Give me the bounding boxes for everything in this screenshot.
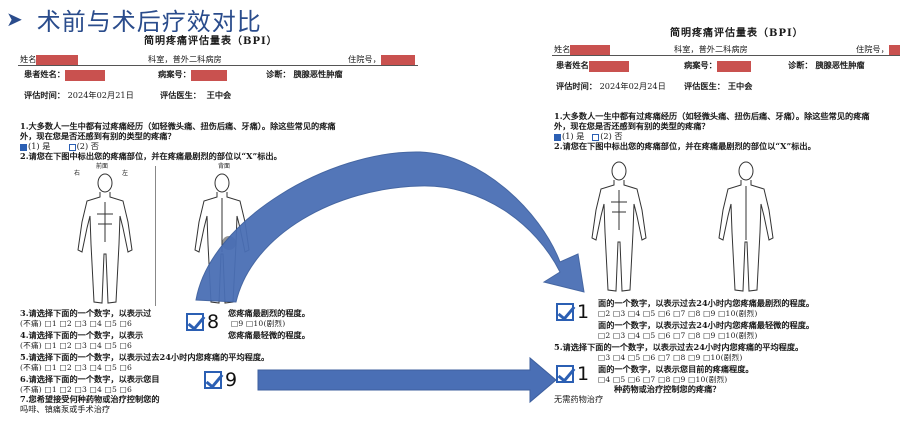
- doctor-row: 评估医生： 王中会: [160, 90, 232, 100]
- bpi-form-before: 简明疼痛评估量表（BPI） 姓名 科室，普外二科病房 住院号， 患者姓名： 病案…: [18, 32, 418, 418]
- case-row: 病案号：: [684, 60, 751, 72]
- curved-arrow-icon: [195, 151, 585, 303]
- form-title: 简明疼痛评估量表（BPI）: [144, 36, 278, 47]
- slide-title: ➤ 术前与术后疗效对比: [6, 2, 262, 36]
- patient-row: 患者姓名：: [24, 69, 105, 81]
- q5-scale: □3 □4 □5 □6 □7 □8 □9 □10(剧烈): [598, 353, 743, 362]
- q4-scale: (不痛) □1 □2 □3 □4 □5 □6: [20, 341, 133, 350]
- diagram-divider: [155, 166, 156, 306]
- name-row: 姓名: [554, 44, 611, 56]
- question-2: 2.请您在下图中标出您的疼痛部位，并在疼痛最剧烈的部位以“X”标出。: [554, 141, 816, 151]
- dept: 科室，普外二科病房: [674, 44, 748, 54]
- question-1b: 外，现在您是否还感到有别的类型的疼痛？: [20, 131, 176, 141]
- date-row: 评估时间： 2024年02月24日: [556, 81, 666, 91]
- redaction: [716, 60, 751, 72]
- checkbox-icon: [592, 133, 600, 141]
- bpi-form-after: 简明疼痛评估量表（BPI） 姓名 科室，普外二科病房 住院号， 患者姓名 病案号…: [552, 22, 900, 421]
- back-label: 背面: [218, 163, 231, 170]
- q3-scale: □2 □3 □4 □5 □6 □7 □8 □9 □10(剧烈): [598, 309, 758, 318]
- left-label: 左: [122, 170, 129, 177]
- question-7: 种药物或治疗控制您的疼痛？: [614, 384, 721, 394]
- case-row: 病案号：: [158, 69, 227, 81]
- divider: [552, 55, 900, 56]
- slide-title-text: 术前与术后疗效对比: [36, 7, 262, 36]
- question-1: 1.大多数人一生中都有过疼痛经历（如轻微头痛、扭伤后痛、牙痛）。除这些常见的疼痛: [20, 121, 336, 131]
- question-4: 面的一个数字，以表示过去24小时内您疼痛最轻微的程度。: [598, 320, 815, 330]
- checkbox-icon: [20, 143, 27, 151]
- bed-row: 住院号，: [856, 44, 900, 56]
- arrow-bullet-icon: ➤: [6, 7, 23, 31]
- q3-scale: (不痛) □1 □2 □3 □4 □5 □6: [20, 319, 133, 328]
- checkbox-icon: [556, 303, 574, 321]
- zoom-after-1: 1: [556, 298, 596, 326]
- q4-scale: □2 □3 □4 □5 □6 □7 □8 □9 □10(剧烈): [598, 331, 758, 340]
- checkbox-icon: [186, 313, 204, 331]
- zoom-before-2: 9: [204, 366, 256, 394]
- redaction: [588, 60, 629, 72]
- question-3: 3.请选择下面的一个数字，以表示过: [20, 308, 152, 318]
- diag-row: 诊断： 胰腺恶性肿瘤: [266, 69, 343, 79]
- question-7: 7.您希望接受何种药物或治疗控制您的: [20, 394, 160, 404]
- body-diagram: [552, 152, 900, 302]
- question-3: 面的一个数字，以表示过去24小时内您疼痛最剧烈的程度。: [598, 298, 815, 308]
- redaction: [190, 69, 227, 81]
- redaction: [888, 44, 900, 56]
- q1-options: (1) 是 (2) 否: [20, 141, 99, 151]
- q7-answer: 无需药物治疗: [554, 394, 604, 404]
- zoom-before-1: 8: [186, 308, 228, 336]
- straight-arrow-icon: [257, 356, 557, 404]
- redaction: [36, 54, 79, 66]
- question-4-tail: 您疼痛最轻微的程度。: [228, 330, 310, 340]
- question-6: 面的一个数字，以表示您目前的疼痛程度。: [598, 364, 754, 374]
- back-body-icon: [710, 160, 782, 296]
- question-1: 1.大多数人一生中都有过疼痛经历（如轻微头痛、扭伤后痛、牙痛）。除这些常见的疼痛: [554, 111, 870, 121]
- q6-scale: □4 □5 □6 □7 □8 □9 □10(剧烈): [598, 375, 728, 384]
- q3-scale-tail: □9 □10(剧烈): [231, 319, 286, 328]
- checkbox-icon: [204, 371, 222, 389]
- q6-scale: (不痛) □1 □2 □3 □4 □5 □6: [20, 385, 133, 394]
- dept: 科室，普外二科病房: [148, 54, 222, 64]
- date-row: 评估时间： 2024年02月21日: [24, 90, 134, 100]
- question-2: 2.请您在下图中标出您的疼痛部位，并在疼痛最剧烈的部位以“X”标出。: [20, 151, 282, 161]
- redaction: [380, 54, 415, 66]
- checkbox-icon: [554, 133, 561, 141]
- doctor-row: 评估医生： 王中会: [684, 81, 753, 91]
- front-body-icon: [584, 160, 654, 296]
- question-1b: 外，现在您是否还感到有别的类型的疼痛？: [554, 121, 710, 131]
- q7-answer: 吗啡、镇痛泵或手术治疗: [20, 404, 111, 414]
- question-4: 4.请选择下面的一个数字，以表示: [20, 330, 144, 340]
- redaction: [570, 44, 611, 56]
- form-title: 简明疼痛评估量表（BPI）: [670, 28, 804, 39]
- checkbox-icon: [68, 143, 76, 151]
- zoom-after-2: 1: [556, 360, 596, 388]
- front-body-icon: [70, 172, 140, 308]
- question-6: 6.请选择下面的一个数字，以表示您目: [20, 374, 160, 384]
- redaction: [64, 69, 105, 81]
- diag-row: 诊断： 胰腺恶性肿瘤: [788, 60, 865, 70]
- patient-row: 患者姓名: [556, 60, 629, 72]
- checkbox-icon: [556, 365, 574, 383]
- question-5: 5.请选择下面的一个数字，以表示过去24小时内您疼痛的平均程度。: [20, 352, 270, 362]
- bed-row: 住院号，: [348, 54, 415, 66]
- q5-scale: (不痛) □1 □2 □3 □4 □5 □6: [20, 363, 133, 372]
- divider: [18, 65, 418, 66]
- question-5: 5.请选择下面的一个数字，以表示过去24小时内您疼痛的平均程度。: [554, 342, 804, 352]
- question-3-tail: 您疼痛最剧烈的程度。: [228, 308, 310, 318]
- front-label: 前面: [96, 163, 109, 170]
- right-label: 右: [74, 170, 81, 177]
- q1-options: (1) 是 (2) 否: [554, 131, 623, 141]
- name-row: 姓名: [20, 54, 79, 66]
